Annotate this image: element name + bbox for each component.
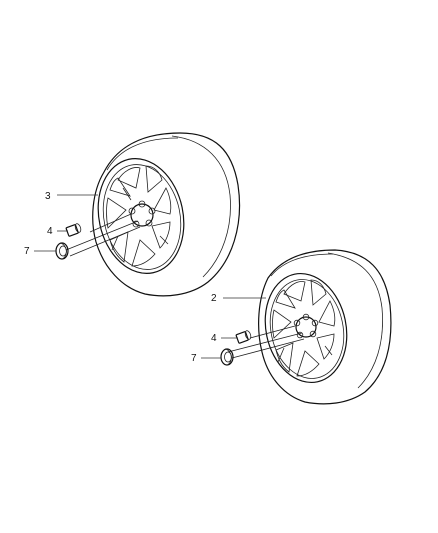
lower-center-cap [220,348,234,366]
lower-tire-sidewall [270,253,334,277]
lower-lug-nut [235,330,252,344]
upper-center-cap [55,242,69,260]
callout-lower-center-cap: 7 [191,353,221,364]
callout-label-2: 2 [211,293,217,304]
lower-tire-tread-line [327,252,383,389]
upper-lug-holes [128,200,156,228]
lower-tire [258,249,392,405]
upper-tire-tread-line [171,135,231,278]
callout-lower-wheel: 2 [211,293,266,304]
upper-wheel-rim-lip [102,164,182,270]
callout-upper-lug-nut: 4 [47,226,68,237]
upper-explode-line [65,213,141,257]
callout-label-4: 4 [47,226,53,237]
lower-wheel-hub [295,316,317,338]
upper-wheel-hub [130,203,154,227]
lower-explode-line [227,325,305,359]
upper-tire-sidewall [106,137,179,171]
lower-wheel-rim [264,272,348,384]
callout-lower-lug-nut: 4 [211,333,238,344]
upper-wheel-assembly [55,132,241,297]
callout-upper-center-cap: 7 [24,246,56,257]
lower-wheel-rim-lip [269,279,345,379]
lower-lug-holes [293,313,319,339]
callout-upper-wheel: 3 [45,191,98,202]
callout-label-3: 3 [45,191,51,202]
upper-lug-nut [65,223,82,237]
lower-wheel-assembly [220,249,392,405]
lower-wheel-spokes [272,279,336,377]
callout-label-7: 7 [24,246,30,257]
upper-wheel-rim [97,157,185,275]
callout-label-4: 4 [211,333,217,344]
upper-tire [92,132,241,297]
callout-label-7: 7 [191,353,197,364]
